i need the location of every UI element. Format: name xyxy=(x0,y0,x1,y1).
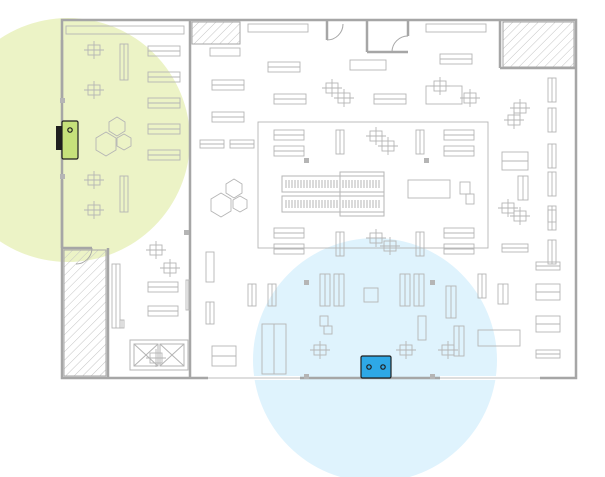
stand xyxy=(323,325,333,335)
elevator-boxes xyxy=(129,339,189,371)
stand xyxy=(465,193,475,205)
column xyxy=(304,158,309,163)
hatched-areas xyxy=(63,21,575,377)
escalators xyxy=(281,171,385,217)
column xyxy=(304,280,309,285)
column xyxy=(424,158,429,163)
stand xyxy=(417,315,427,341)
stand xyxy=(459,181,471,195)
decor-hexagons xyxy=(95,116,248,218)
wall-shelf xyxy=(65,25,185,35)
wall-shelf xyxy=(209,47,241,57)
counter xyxy=(407,179,451,199)
fixtures xyxy=(60,23,561,379)
counter xyxy=(425,85,463,105)
column xyxy=(430,280,435,285)
stand xyxy=(547,209,557,223)
wall-shelf xyxy=(247,23,309,33)
stand xyxy=(363,287,379,303)
column xyxy=(60,98,65,103)
center-frame xyxy=(257,121,489,249)
bottom-openings xyxy=(208,376,540,380)
column xyxy=(430,374,435,379)
wall-shelf xyxy=(425,23,487,33)
counter xyxy=(349,59,387,71)
column xyxy=(184,230,189,235)
walls xyxy=(60,18,578,380)
wall-sensor-icon[interactable] xyxy=(56,120,79,160)
stand xyxy=(205,251,215,283)
counter xyxy=(477,329,521,347)
ceiling-sensor-icon[interactable] xyxy=(360,355,392,379)
column xyxy=(304,374,309,379)
column xyxy=(60,174,65,179)
doors xyxy=(75,23,409,265)
coverage-zone-northwest xyxy=(0,18,190,262)
